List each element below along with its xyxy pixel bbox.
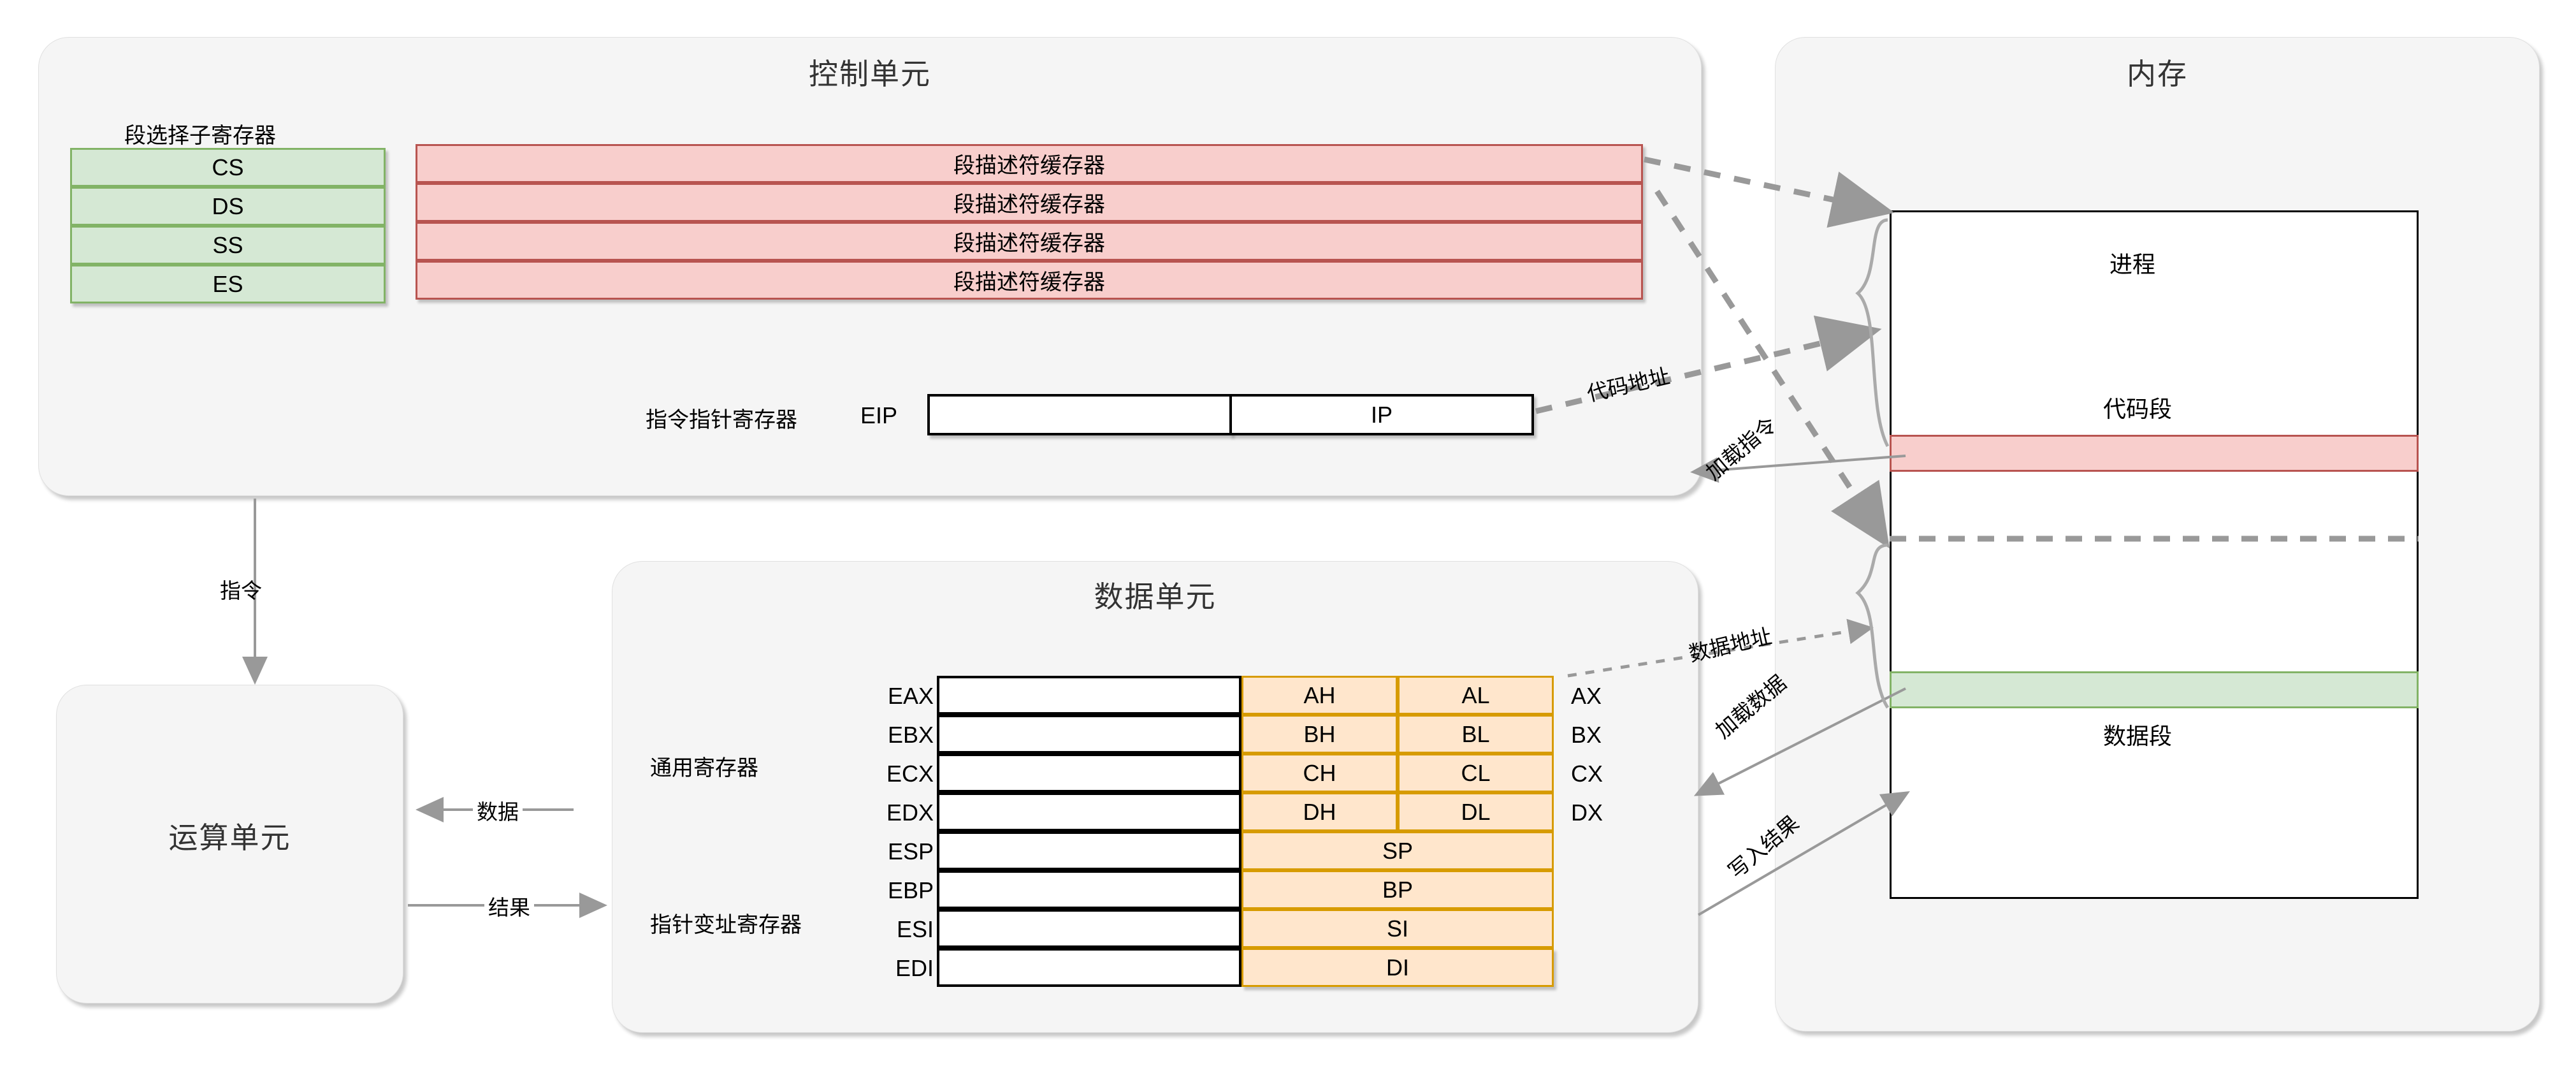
register-word-box-bp[interactable]: BP [1241,870,1554,909]
eip-low-half-value: IP [1370,401,1393,428]
register-low-box-cl[interactable]: CL [1398,754,1554,792]
memory-process-box [1890,210,2419,899]
panel-memory-title: 内存 [2127,57,2188,91]
memory-instruction-slot [1890,435,2419,472]
register-ext-name-ebp: EBP [887,877,934,903]
selector-label-ds: DS [212,193,244,219]
selector-box-es[interactable]: ES [70,265,386,303]
selector-label-es: ES [212,270,243,297]
memory-process-label: 进程 [2109,252,2156,278]
register-ext-box-edx[interactable] [937,792,1241,831]
edge-label-data-address: 数据地址 [1686,623,1774,667]
panel-data-unit-title: 数据单元 [1094,580,1217,614]
register-ext-name-edi: EDI [895,955,934,981]
eip-low-half[interactable]: IP [1229,394,1534,435]
register-low-label-al: AL [1461,682,1490,708]
descriptor-cache-box-0[interactable]: 段描述符缓存器 [416,144,1643,183]
selector-label-ss: SS [212,231,243,258]
register-low-label-bl: BL [1461,720,1490,747]
panel-control-unit-title: 控制单元 [809,57,931,91]
register-high-box-ch[interactable]: CH [1241,754,1398,792]
register-low-box-bl[interactable]: BL [1398,715,1554,754]
register-ext-box-esp[interactable] [937,831,1241,870]
register-word-name-cx: CX [1571,761,1603,787]
descriptor-cache-label-1: 段描述符缓存器 [953,192,1105,217]
edge-label-load-instruction: 加载指令 [1701,412,1782,485]
register-word-label-sp: SP [1382,837,1414,864]
descriptor-cache-label-2: 段描述符缓存器 [953,231,1105,256]
panel-alu [56,685,403,1003]
register-word-label-di: DI [1386,954,1409,981]
panel-alu-title: 运算单元 [168,821,291,855]
edge-label-data: 数据 [473,795,523,826]
register-low-box-dl[interactable]: DL [1398,792,1554,831]
register-ext-box-esi[interactable] [937,909,1241,948]
edge-label-result: 结果 [484,891,534,921]
register-word-label-bp: BP [1382,876,1414,903]
register-ext-box-ebp[interactable] [937,870,1241,909]
ip-register-label: 指令指针寄存器 [646,407,797,433]
register-low-label-dl: DL [1461,798,1491,825]
register-ext-name-esp: ESP [887,838,934,864]
register-ext-box-eax[interactable] [937,676,1241,715]
register-ext-name-esi: ESI [896,916,934,942]
descriptor-cache-box-1[interactable]: 段描述符缓存器 [416,183,1643,222]
selector-label-cs: CS [212,154,244,180]
register-word-name-bx: BX [1571,722,1602,748]
pointer-index-registers-group-label: 指针变址寄存器 [650,912,802,938]
descriptor-cache-label-0: 段描述符缓存器 [953,153,1105,179]
register-high-label-bh: BH [1303,720,1336,747]
descriptor-cache-box-2[interactable]: 段描述符缓存器 [416,222,1643,261]
register-low-label-cl: CL [1461,759,1491,786]
segment-selector-group-label: 段选择子寄存器 [124,123,276,149]
register-word-label-si: SI [1386,915,1408,942]
register-ext-name-ecx: ECX [886,761,934,787]
descriptor-cache-label-3: 段描述符缓存器 [953,270,1105,295]
eip-high-half[interactable] [927,394,1232,435]
general-registers-group-label: 通用寄存器 [650,755,758,781]
register-high-label-dh: DH [1303,798,1336,825]
register-ext-name-ebx: EBX [887,722,934,748]
register-word-box-si[interactable]: SI [1241,909,1554,948]
register-ext-box-ecx[interactable] [937,754,1241,792]
register-word-box-di[interactable]: DI [1241,948,1554,987]
register-ext-box-edi[interactable] [937,948,1241,987]
selector-box-cs[interactable]: CS [70,148,386,187]
selector-box-ss[interactable]: SS [70,226,386,265]
ip-register-name: EIP [860,402,898,428]
register-high-box-dh[interactable]: DH [1241,792,1398,831]
register-high-label-ch: CH [1303,759,1336,786]
descriptor-cache-box-3[interactable]: 段描述符缓存器 [416,261,1643,300]
register-ext-name-edx: EDX [886,799,934,826]
register-high-label-ah: AH [1303,682,1336,708]
register-word-box-sp[interactable]: SP [1241,831,1554,870]
edge-label-instruction: 指令 [220,578,262,603]
register-word-name-ax: AX [1571,683,1602,709]
register-low-box-al[interactable]: AL [1398,676,1554,715]
memory-data-segment-label: 数据段 [2103,724,2173,750]
register-high-box-bh[interactable]: BH [1241,715,1398,754]
register-ext-name-eax: EAX [887,683,934,709]
memory-data-slot [1890,671,2419,708]
register-ext-box-ebx[interactable] [937,715,1241,754]
selector-box-ds[interactable]: DS [70,187,386,226]
memory-code-segment-label: 代码段 [2103,397,2173,423]
register-high-box-ah[interactable]: AH [1241,676,1398,715]
register-word-name-dx: DX [1571,799,1603,826]
